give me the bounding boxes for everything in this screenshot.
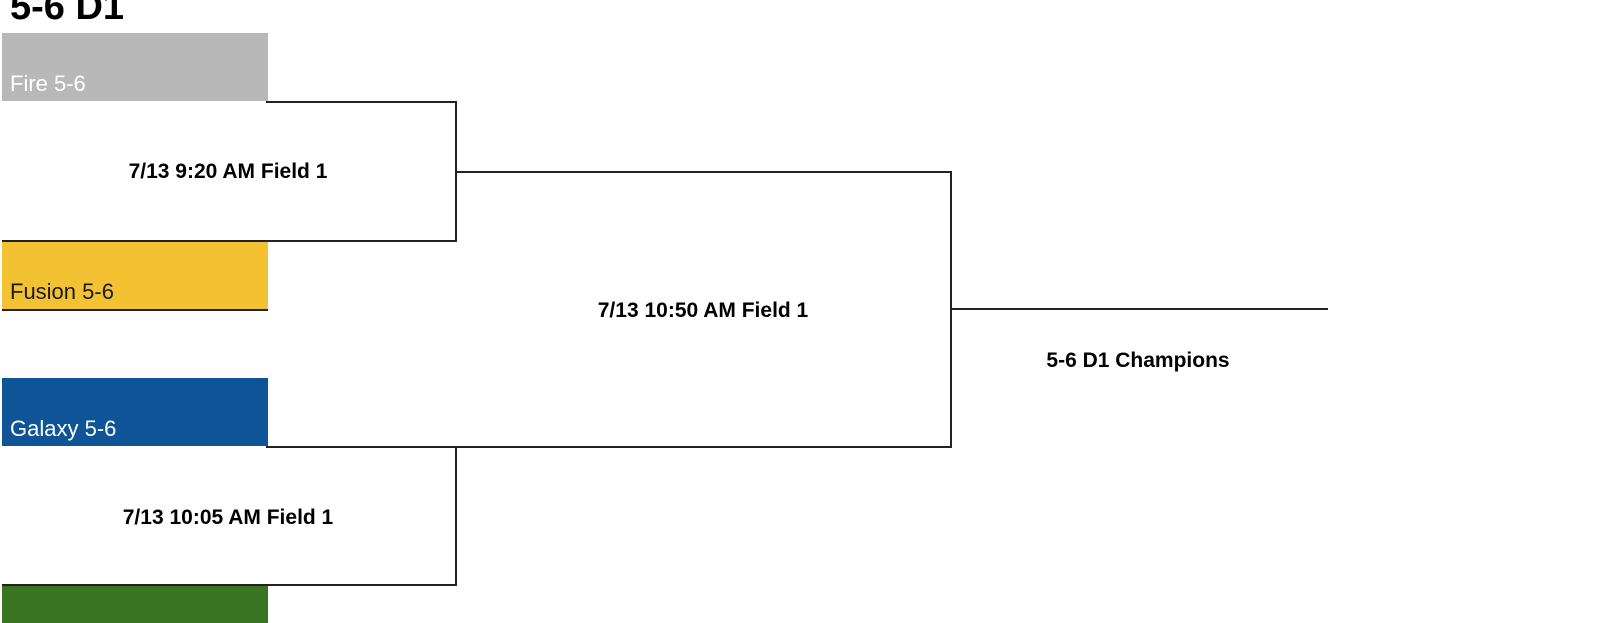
champion-label: 5-6 D1 Champions [1046,349,1230,372]
bracket-line [457,446,952,448]
team-slot-fire[interactable]: Fire 5-6 [2,33,268,101]
bracket-line [2,584,457,586]
team-name: Galaxy 5-6 [10,416,117,441]
bracket-line [266,101,457,103]
team-slot-fusion[interactable]: Fusion 5-6 [2,241,268,309]
bracket-line [2,309,268,311]
champion-line [950,308,1328,310]
bracket-line [2,240,457,242]
team-slot-4[interactable] [2,586,268,623]
team-name: Fire 5-6 [10,71,86,96]
bracket-line [455,171,952,173]
game-label-r1-g2: 7/13 10:05 AM Field 1 [122,506,334,529]
team-name: Fusion 5-6 [10,279,114,304]
game-label-r2: 7/13 10:50 AM Field 1 [597,299,809,322]
bracket-line [266,446,457,448]
team-slot-galaxy[interactable]: Galaxy 5-6 [2,378,268,446]
game-label-r1-g1: 7/13 9:20 AM Field 1 [128,160,328,183]
bracket-title: 5-6 D1 [10,0,125,28]
bracket-line [455,446,457,586]
